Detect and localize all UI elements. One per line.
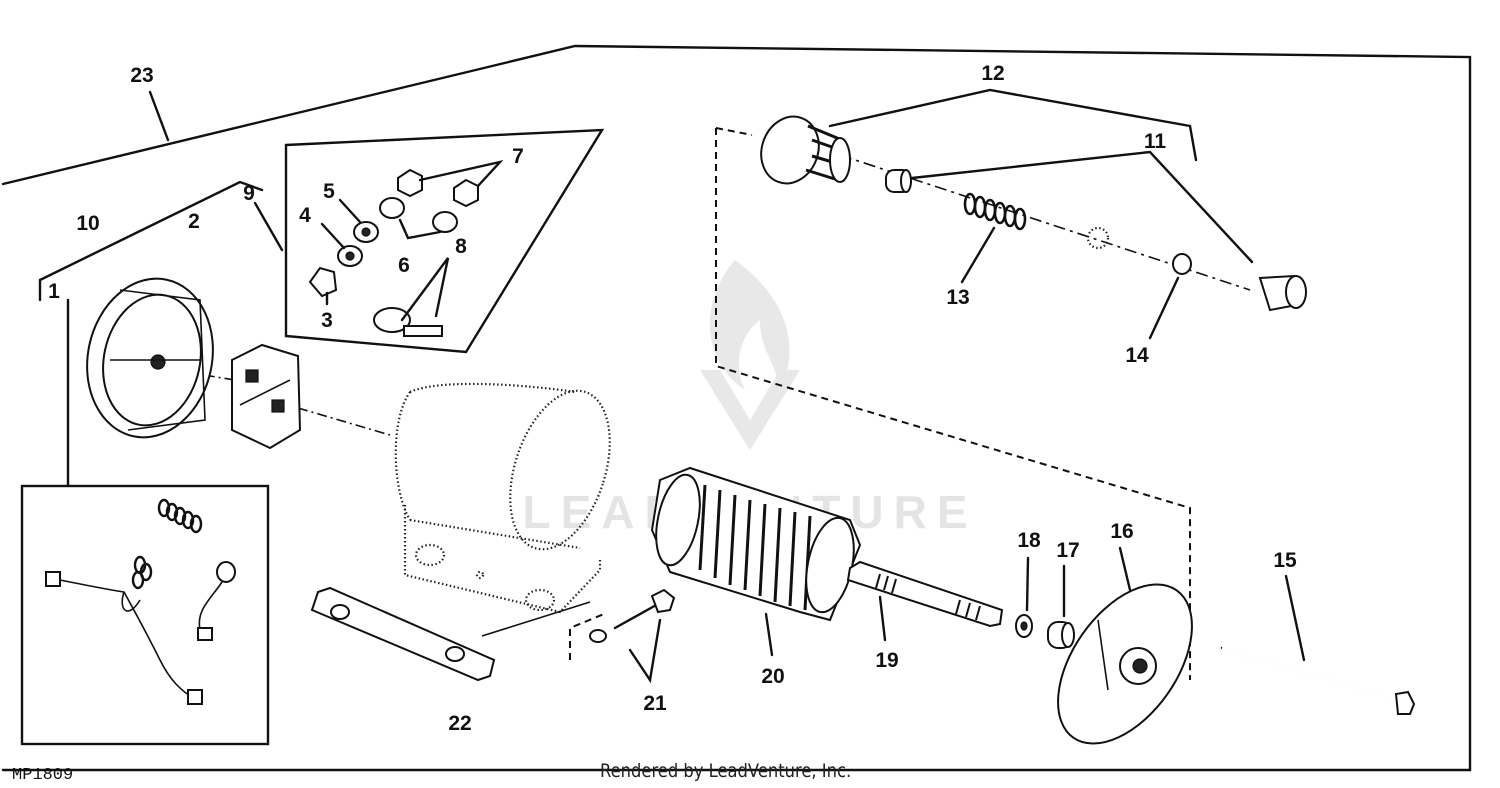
part-sleeve bbox=[1258, 274, 1307, 312]
hardware-kit-box bbox=[284, 128, 605, 354]
figure-id: MP1809 bbox=[12, 766, 74, 785]
part-3-clip bbox=[308, 266, 338, 298]
callout-6: 6 bbox=[398, 254, 410, 277]
callout-10: 10 bbox=[76, 212, 99, 235]
render-credit: Rendered by LeadVenture, Inc. bbox=[600, 760, 852, 782]
callout-labels: 1 2 3 4 5 6 7 8 9 10 11 12 13 14 15 16 1… bbox=[48, 62, 1297, 735]
callout-14: 14 bbox=[1125, 344, 1149, 367]
harness-box bbox=[20, 484, 270, 746]
callout-1: 1 bbox=[48, 280, 60, 303]
callout-18: 18 bbox=[1017, 529, 1041, 552]
part-7-nut-b bbox=[453, 178, 479, 208]
callout-5: 5 bbox=[323, 180, 335, 203]
part-7-nut-a bbox=[397, 168, 423, 198]
callout-13: 13 bbox=[946, 286, 969, 309]
callout-22: 22 bbox=[448, 712, 471, 735]
part-ghost-ball bbox=[1086, 226, 1110, 250]
callout-11: 11 bbox=[1144, 130, 1167, 153]
part-shaft bbox=[846, 560, 1004, 642]
callout-21: 21 bbox=[643, 692, 667, 715]
part-collar bbox=[885, 169, 912, 193]
leader-9 bbox=[253, 201, 284, 252]
part-8-lockwasher bbox=[373, 307, 411, 333]
drive-assembly-dashed-box bbox=[715, 127, 1191, 680]
callout-15: 15 bbox=[1273, 549, 1297, 572]
part-end-cap bbox=[86, 277, 214, 439]
callout-8: 8 bbox=[455, 235, 467, 258]
part-6-washer-a bbox=[379, 197, 405, 219]
kit-leaders bbox=[320, 159, 504, 322]
part-end-plate bbox=[1057, 546, 1193, 745]
kit-parts bbox=[308, 168, 479, 337]
bracket-9 bbox=[38, 180, 264, 282]
part-8-screw bbox=[403, 325, 443, 337]
callout-9: 9 bbox=[243, 182, 255, 205]
part-spring bbox=[960, 192, 1027, 284]
callout-16: 16 bbox=[1110, 520, 1133, 543]
callout-7: 7 bbox=[512, 145, 524, 168]
leader-23 bbox=[148, 90, 170, 142]
callout-4: 4 bbox=[299, 204, 311, 227]
callout-20: 20 bbox=[761, 665, 784, 688]
part-through-bolt bbox=[1220, 574, 1416, 715]
callout-17: 17 bbox=[1056, 539, 1079, 562]
callout-2: 2 bbox=[188, 210, 200, 233]
callout-3: 3 bbox=[321, 309, 333, 332]
part-brush-holder bbox=[231, 343, 302, 450]
part-6-washer-b bbox=[432, 211, 458, 233]
drive-leaders bbox=[828, 88, 1254, 264]
callout-12: 12 bbox=[981, 62, 1004, 85]
part-pinion-drive bbox=[760, 115, 851, 185]
callout-23: 23 bbox=[130, 64, 153, 87]
part-washer-18 bbox=[1015, 556, 1033, 638]
assembly-frame bbox=[1, 44, 1472, 772]
part-bolt-washer bbox=[569, 588, 676, 684]
part-harness bbox=[45, 498, 236, 705]
part-gasket-plate bbox=[310, 586, 591, 682]
callout-19: 19 bbox=[875, 649, 898, 672]
part-bushing-17 bbox=[1047, 564, 1075, 649]
part-stop-ring bbox=[1148, 253, 1192, 340]
